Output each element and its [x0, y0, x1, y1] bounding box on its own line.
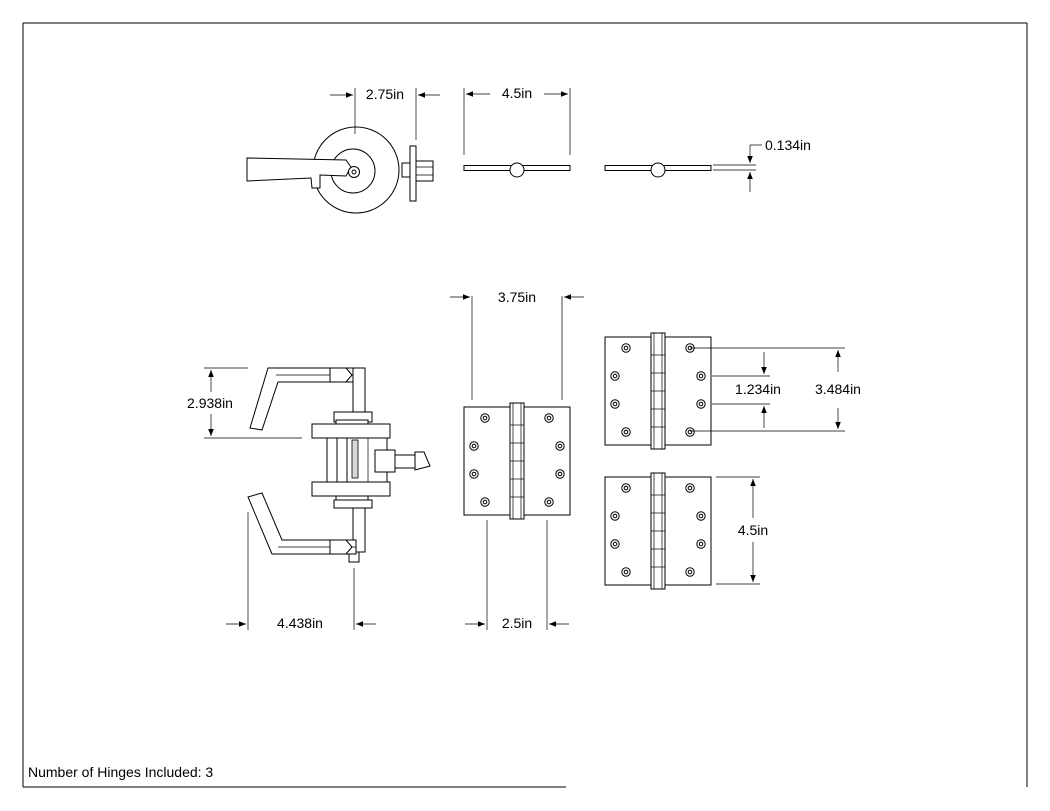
- lever-side-view: [247, 367, 431, 563]
- lever-height-label: 2.938in: [187, 395, 233, 411]
- hinge-height-label: 4.5in: [738, 522, 768, 538]
- dimension-lever-height: 2.938in: [187, 367, 302, 439]
- hinge-front-view-upper: [604, 332, 712, 450]
- hinge-front-view: [463, 402, 571, 520]
- dimension-screw-spacing: 1.234in: [712, 352, 781, 428]
- screw-spacing-label: 1.234in: [735, 381, 781, 397]
- outer-screw-spacing-label: 3.484in: [815, 381, 861, 397]
- dimension-hinge-open-width: 4.5in: [463, 85, 571, 155]
- dimension-lever-backset: 2.75in: [330, 86, 440, 140]
- hinge-front-view-lower: [604, 472, 712, 590]
- lever-backset-label: 2.75in: [366, 86, 404, 102]
- dimension-hinge-leaf-span: 2.5in: [465, 520, 569, 631]
- dimension-leaf-thickness: 0.134in: [713, 137, 811, 192]
- lever-length-label: 4.438in: [277, 615, 323, 631]
- lever-top-view: [246, 126, 434, 214]
- hinge-top-view-1: [463, 162, 571, 178]
- hinge-width-label: 3.75in: [498, 289, 536, 305]
- dimension-hinge-width: 3.75in: [450, 289, 584, 400]
- sheet-border: [22, 22, 1028, 788]
- hinge-open-width-label: 4.5in: [502, 85, 532, 101]
- dimension-outer-screw-spacing: 3.484in: [690, 347, 861, 432]
- dimension-hinge-height: 4.5in: [716, 476, 768, 585]
- hinge-top-view-2: [604, 162, 712, 178]
- hinge-leaf-span-label: 2.5in: [502, 615, 532, 631]
- hinge-count-note: Number of Hinges Included: 3: [28, 764, 214, 780]
- leaf-thickness-label: 0.134in: [765, 137, 811, 153]
- dimension-lever-length: 4.438in: [226, 512, 376, 631]
